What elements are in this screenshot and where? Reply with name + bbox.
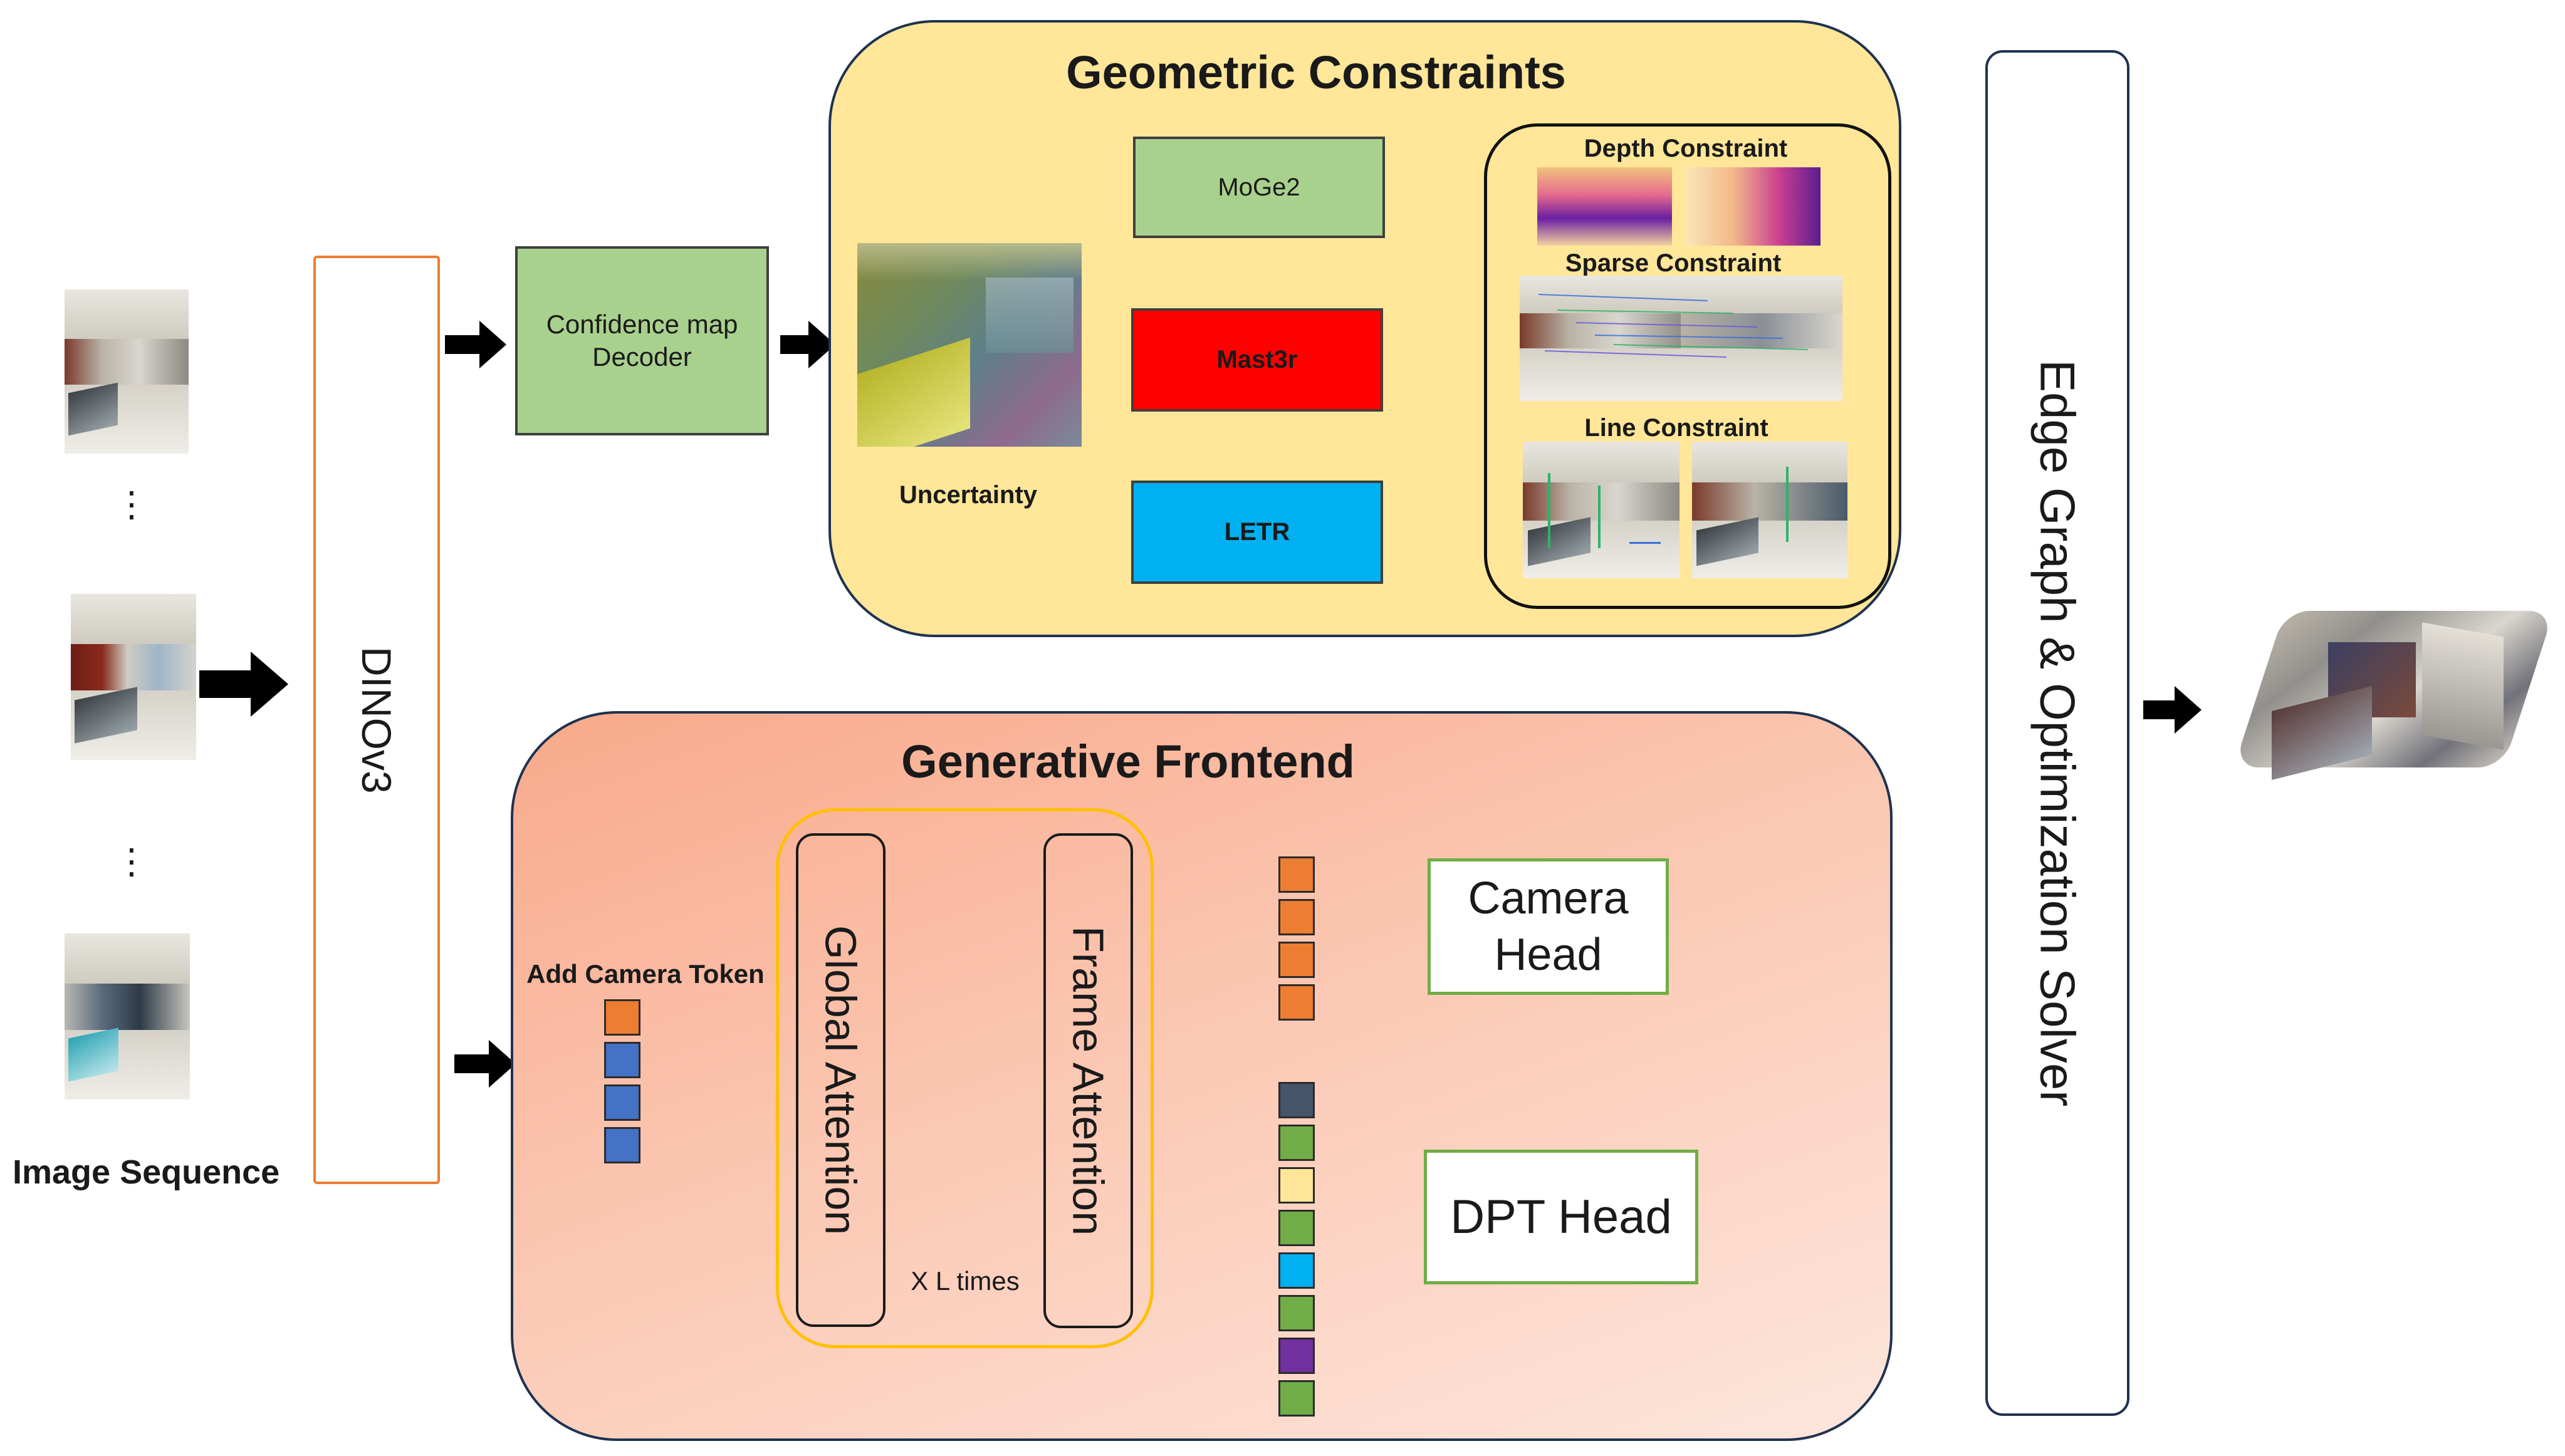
camera-token-stack bbox=[604, 999, 640, 1163]
frame-attention-label: Frame Attention bbox=[1063, 925, 1113, 1236]
solver-label: Edge Graph & Optimization Solver bbox=[2030, 359, 2086, 1107]
token-square bbox=[1278, 1380, 1315, 1417]
uncertainty-map bbox=[857, 243, 1082, 447]
moge2-label: MoGe2 bbox=[1218, 173, 1300, 201]
line-constraint-label: Line Constraint bbox=[1584, 413, 1768, 442]
camera-head-label: Camera Head bbox=[1468, 873, 1629, 980]
camera-head: Camera Head bbox=[1428, 858, 1669, 995]
geometric-constraints-title: Geometric Constraints bbox=[1066, 46, 1566, 98]
token-square bbox=[1278, 1082, 1315, 1118]
line-detect-image-1 bbox=[1523, 442, 1680, 578]
token-square bbox=[1278, 1210, 1315, 1246]
mast3r-module: Mast3r bbox=[1131, 308, 1383, 412]
depth-constraint-label: Depth Constraint bbox=[1584, 134, 1788, 162]
mast3r-label: Mast3r bbox=[1216, 346, 1298, 373]
token-square bbox=[1278, 984, 1315, 1021]
dpt-head: DPT Head bbox=[1424, 1150, 1698, 1284]
dpt-token-stack bbox=[1278, 1082, 1315, 1420]
frame-attention-block: Frame Attention bbox=[1043, 833, 1133, 1328]
token-square bbox=[1278, 1295, 1315, 1331]
token-square bbox=[1278, 1167, 1315, 1204]
uncertainty-label: Uncertainty bbox=[899, 481, 1038, 509]
depth-map-1 bbox=[1537, 167, 1672, 246]
token-square bbox=[1278, 856, 1315, 893]
image-sequence-label: Image Sequence bbox=[13, 1153, 280, 1191]
input-image-1 bbox=[65, 289, 189, 454]
dinov3-label: DINOv3 bbox=[353, 646, 400, 794]
reconstruction-output bbox=[2233, 573, 2557, 824]
sparse-match-image-2 bbox=[1681, 276, 1842, 401]
camera-output-token-stack bbox=[1278, 856, 1315, 1021]
arrow-decoder-to-uncertainty bbox=[780, 321, 835, 368]
confidence-decoder-label: Confidence map Decoder bbox=[546, 309, 738, 372]
token-square bbox=[604, 1084, 640, 1121]
generative-frontend-title: Generative Frontend bbox=[901, 735, 1355, 788]
token-square bbox=[604, 1127, 640, 1163]
sparse-match-lines bbox=[1538, 294, 1809, 358]
edge-graph-solver: Edge Graph & Optimization Solver bbox=[1985, 50, 2129, 1416]
dpt-head-label: DPT Head bbox=[1450, 1190, 1672, 1244]
arrow-dinov3-to-frontend bbox=[454, 1040, 516, 1088]
letr-module: LETR bbox=[1131, 481, 1383, 584]
repeat-times-label: X L times bbox=[911, 1266, 1020, 1296]
global-attention-label: Global Attention bbox=[816, 925, 865, 1235]
dinov3-backbone: DINOv3 bbox=[313, 256, 440, 1184]
attention-group bbox=[776, 808, 1154, 1348]
add-camera-token-label: Add Camera Token bbox=[526, 959, 765, 989]
arrow-images-to-dinov3 bbox=[199, 652, 288, 717]
ellipsis-2: ⋮ bbox=[114, 841, 149, 881]
global-attention-block: Global Attention bbox=[796, 833, 885, 1327]
sparse-constraint-label: Sparse Constraint bbox=[1565, 249, 1782, 277]
arrow-dinov3-to-decoder bbox=[445, 321, 506, 368]
letr-label: LETR bbox=[1224, 518, 1290, 546]
moge2-module: MoGe2 bbox=[1133, 137, 1385, 238]
token-square bbox=[604, 999, 640, 1036]
sparse-match-image-1 bbox=[1520, 276, 1685, 401]
ellipsis-1: ⋮ bbox=[114, 484, 149, 524]
token-square bbox=[1278, 1252, 1315, 1289]
confidence-map-decoder: Confidence map Decoder bbox=[515, 246, 769, 435]
token-square bbox=[1278, 899, 1315, 935]
generative-frontend-panel bbox=[511, 711, 1893, 1441]
line-detect-image-2 bbox=[1692, 442, 1847, 578]
token-square bbox=[604, 1042, 640, 1078]
depth-map-2 bbox=[1686, 167, 1821, 246]
input-image-3 bbox=[65, 933, 190, 1100]
token-square bbox=[1278, 1125, 1315, 1161]
token-square bbox=[1278, 942, 1315, 978]
arrow-solver-to-output bbox=[2143, 686, 2202, 734]
input-image-2 bbox=[71, 594, 196, 760]
token-square bbox=[1278, 1338, 1315, 1374]
